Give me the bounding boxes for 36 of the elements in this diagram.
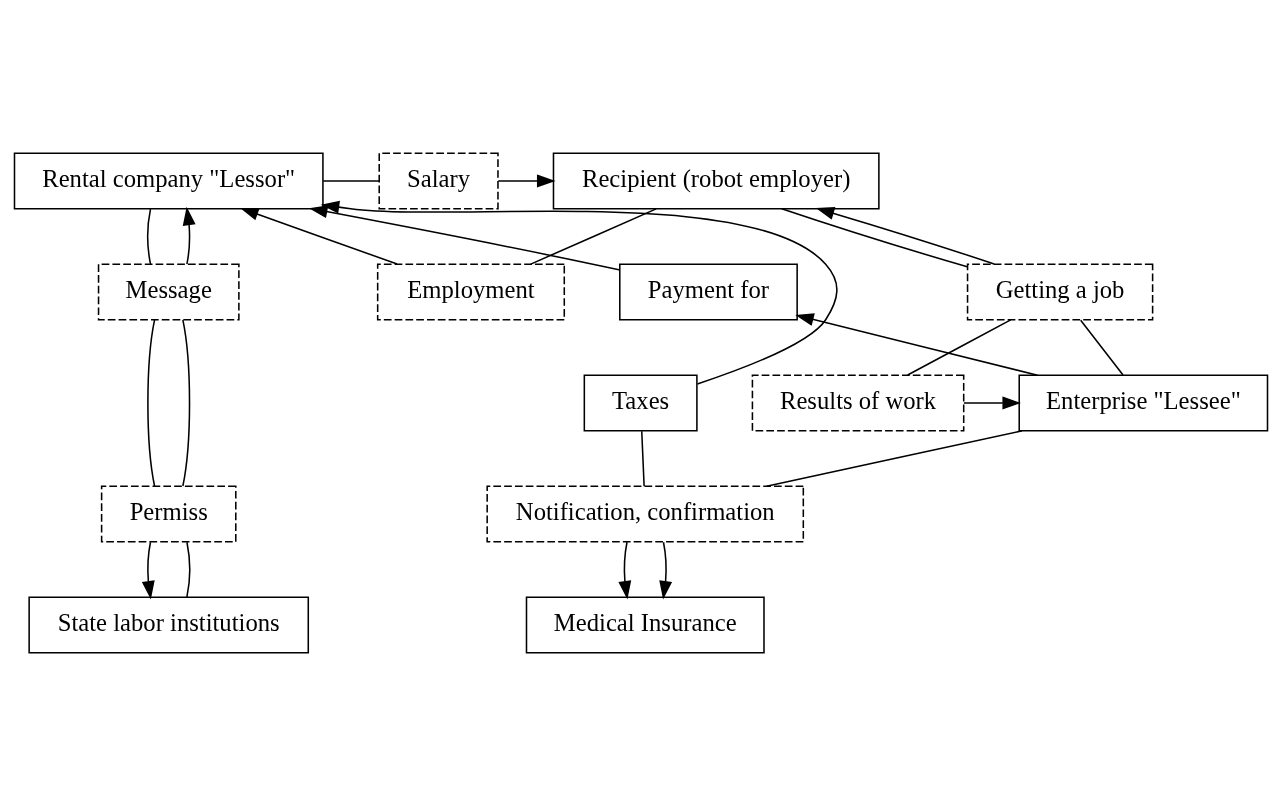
arrow <box>618 541 632 599</box>
connector <box>780 207 969 268</box>
arrow <box>497 173 556 187</box>
arrow <box>815 206 995 265</box>
connector <box>186 541 191 598</box>
arrow <box>141 541 155 599</box>
arrow <box>308 204 621 271</box>
node-box: Salary <box>378 151 499 209</box>
connector <box>641 429 645 487</box>
connector <box>147 318 156 487</box>
node-box: Payment for <box>619 262 798 320</box>
arrow <box>320 200 838 385</box>
node-box: Message <box>97 262 240 320</box>
connector <box>147 207 152 265</box>
node-box: Getting a job <box>966 262 1154 320</box>
node-box: Rental company "Lessor" <box>13 151 324 209</box>
node-box: Recipient (robot employer) <box>552 151 880 209</box>
node-box: Results of work <box>751 373 965 432</box>
node-box: Enterprise "Lessee" <box>1018 373 1269 432</box>
connector <box>530 207 657 265</box>
arrow <box>963 396 1021 409</box>
node-box: Employment <box>376 262 566 320</box>
node-box: Medical Insurance <box>525 596 765 654</box>
arrow <box>240 207 398 265</box>
node-box: State labor institutions <box>28 596 310 654</box>
connector <box>1079 318 1124 376</box>
connector <box>765 429 1023 487</box>
node-box: Permiss <box>100 485 237 543</box>
connector <box>322 179 380 182</box>
arrow <box>182 206 196 265</box>
connector <box>182 318 191 487</box>
arrow <box>795 312 1039 376</box>
node-box: Taxes <box>583 373 698 432</box>
connector <box>906 318 1012 376</box>
arrow <box>659 541 673 599</box>
node-box: Notification, confirmation <box>486 485 805 543</box>
